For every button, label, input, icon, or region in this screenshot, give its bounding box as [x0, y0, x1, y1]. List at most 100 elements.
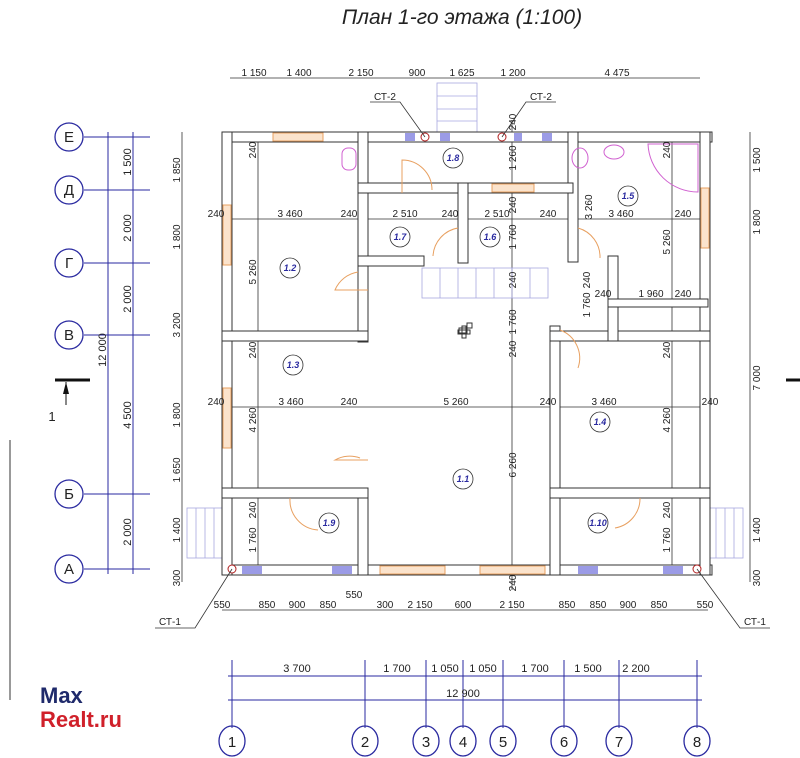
room-1-9: 1.9	[323, 518, 336, 528]
axis-marker-1: 1	[218, 725, 246, 757]
axis-marker-a: А	[54, 554, 84, 584]
axis-number-markers: 1 2 3 4 5 6 7 8	[218, 725, 711, 757]
axis-marker-8: 8	[683, 725, 711, 757]
svg-text:240: 240	[248, 341, 259, 358]
svg-text:12 000: 12 000	[97, 333, 109, 367]
windows	[222, 132, 710, 575]
svg-text:240: 240	[341, 397, 358, 408]
callout-leaders	[155, 101, 770, 629]
svg-text:3 700: 3 700	[283, 663, 311, 675]
svg-text:240: 240	[675, 289, 692, 300]
callout-ct1-right: СТ-1	[744, 617, 766, 628]
svg-text:1 700: 1 700	[521, 663, 549, 675]
svg-text:2 000: 2 000	[122, 214, 134, 242]
svg-text:2 000: 2 000	[122, 285, 134, 313]
svg-text:1 500: 1 500	[752, 147, 763, 172]
svg-text:1 800: 1 800	[752, 209, 763, 234]
svg-text:8: 8	[693, 734, 701, 751]
svg-text:240: 240	[508, 574, 519, 591]
svg-text:1 625: 1 625	[449, 68, 474, 79]
dims-axis-bottom: 3 700 1 700 1 050 1 050 1 700 1 500 2 20…	[283, 663, 650, 700]
svg-text:300: 300	[172, 569, 183, 586]
room-labels	[279, 147, 639, 534]
svg-text:240: 240	[540, 397, 557, 408]
svg-text:Б: Б	[64, 486, 74, 503]
svg-text:4 260: 4 260	[248, 407, 259, 432]
svg-text:550: 550	[697, 600, 714, 611]
svg-text:3 260: 3 260	[584, 194, 595, 219]
svg-text:240: 240	[702, 397, 719, 408]
svg-text:12 900: 12 900	[446, 688, 480, 700]
svg-text:3 460: 3 460	[278, 397, 303, 408]
svg-text:550: 550	[214, 600, 231, 611]
dims-axis-left: 1 500 2 000 2 000 4 500 2 000 12 000	[97, 148, 134, 546]
svg-text:4 260: 4 260	[662, 407, 673, 432]
svg-text:600: 600	[455, 600, 472, 611]
svg-text:В: В	[64, 327, 74, 344]
svg-text:900: 900	[409, 68, 426, 79]
svg-text:1 760: 1 760	[508, 309, 519, 334]
svg-text:1 400: 1 400	[752, 517, 763, 542]
logo-realt: Realt.ru	[40, 707, 122, 732]
axis-marker-2: 2	[351, 725, 379, 757]
axis-marker-v: В	[54, 320, 84, 350]
svg-text:900: 900	[289, 600, 306, 611]
site-logo: Max Realt.ru	[40, 684, 122, 732]
svg-text:3 460: 3 460	[608, 209, 633, 220]
doors	[289, 159, 641, 531]
svg-text:240: 240	[508, 271, 519, 288]
svg-text:1 050: 1 050	[431, 663, 459, 675]
axis-marker-d: Д	[54, 175, 84, 205]
callout-ct1-left: СТ-1	[159, 617, 181, 628]
svg-text:1 800: 1 800	[172, 224, 183, 249]
svg-text:2 150: 2 150	[348, 68, 373, 79]
svg-text:900: 900	[620, 600, 637, 611]
svg-text:4: 4	[459, 734, 467, 751]
svg-text:2 510: 2 510	[392, 209, 417, 220]
svg-text:6: 6	[560, 734, 568, 751]
svg-text:3 460: 3 460	[591, 397, 616, 408]
axis-marker-e: Е	[54, 122, 84, 152]
svg-text:550: 550	[346, 590, 363, 601]
svg-text:2 150: 2 150	[499, 600, 524, 611]
room-1-3: 1.3	[287, 360, 300, 370]
svg-text:2 000: 2 000	[122, 518, 134, 546]
svg-text:Д: Д	[64, 182, 74, 199]
svg-text:1 200: 1 200	[500, 68, 525, 79]
svg-text:1 050: 1 050	[469, 663, 497, 675]
svg-text:240: 240	[508, 340, 519, 357]
svg-text:850: 850	[651, 600, 668, 611]
svg-text:240: 240	[248, 141, 259, 158]
svg-text:240: 240	[662, 501, 673, 518]
window-frames	[242, 133, 683, 574]
room-1-5: 1.5	[622, 191, 636, 201]
svg-text:6 260: 6 260	[508, 452, 519, 477]
axis-marker-g: Г	[54, 248, 84, 278]
svg-text:7 000: 7 000	[752, 365, 763, 390]
axis-letter-markers: Е Д Г В Б А	[54, 122, 84, 584]
svg-text:1 500: 1 500	[574, 663, 602, 675]
svg-text:1: 1	[228, 734, 236, 751]
svg-text:1 400: 1 400	[286, 68, 311, 79]
svg-text:850: 850	[590, 600, 607, 611]
svg-text:300: 300	[377, 600, 394, 611]
axis-marker-3: 3	[412, 725, 440, 757]
callout-ct2-left: СТ-2	[374, 92, 396, 103]
svg-text:240: 240	[248, 501, 259, 518]
svg-text:1: 1	[48, 409, 55, 424]
room-1-8: 1.8	[447, 153, 460, 163]
svg-text:850: 850	[320, 600, 337, 611]
entrance-cross	[457, 322, 473, 339]
svg-text:Е: Е	[64, 129, 74, 146]
svg-text:5 260: 5 260	[662, 229, 673, 254]
section-mark: 1	[48, 378, 800, 424]
svg-text:4 500: 4 500	[122, 401, 134, 429]
svg-text:3 200: 3 200	[172, 312, 183, 337]
svg-text:5: 5	[499, 734, 507, 751]
svg-text:1 500: 1 500	[122, 148, 134, 176]
